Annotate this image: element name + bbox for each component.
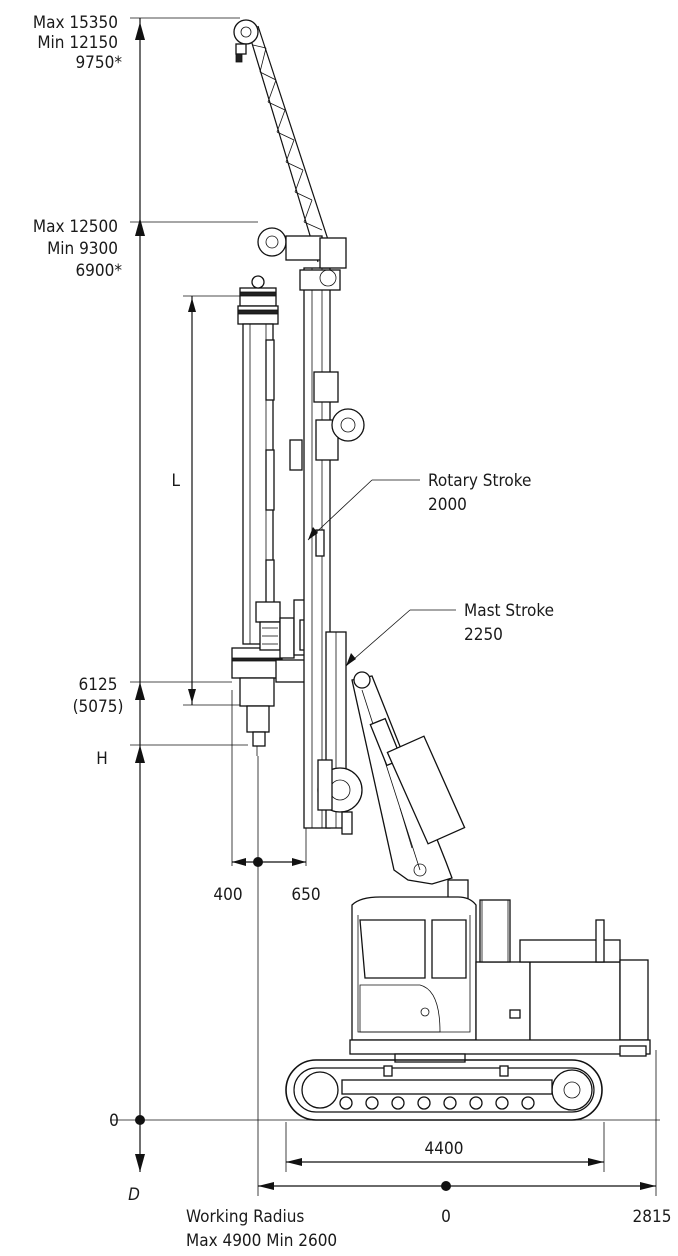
rotary-stroke-value: 2000 [428,495,467,515]
track-length-value: 4400 [425,1139,464,1159]
kelly-length-label: L [171,471,180,491]
mid-height-alt: 6900* [75,261,122,281]
height-dimension-axis [110,17,660,1172]
jib-lattice [233,19,335,263]
clamp-height-value: 6125 [79,675,118,695]
crawler-tracks [285,1059,603,1121]
mid-height-max: Max 12500 [33,217,118,237]
working-radius-range: Max 4900 Min 2600 [186,1231,337,1251]
h-label: H [96,749,108,769]
track-length-dimension [285,1122,605,1172]
offset-left-value: 400 [213,885,242,905]
boom [351,671,469,911]
working-radius-dimension [258,1050,657,1196]
kelly-length-dimension [183,295,248,706]
mast-stroke-label: Mast Stroke [464,601,554,621]
mast-stroke-leader [345,609,456,667]
clamp-height-alt: (5075) [73,697,124,717]
top-pulleys [257,227,347,287]
working-radius-label: Working Radius [186,1207,304,1227]
depth-label: D [128,1185,140,1205]
mid-height-min: Min 9300 [47,239,118,259]
top-height-alt: 9750* [75,53,122,73]
mast-stroke-value: 2250 [464,625,503,645]
top-height-max: Max 15350 [33,13,118,33]
working-radius-zero: 0 [441,1207,451,1227]
working-radius-tail: 2815 [633,1207,672,1227]
mast [289,267,365,835]
kelly-bar [231,275,315,756]
rotary-stroke-label: Rotary Stroke [428,471,531,491]
rotary-stroke-leader [307,479,420,541]
offset-right-value: 650 [291,885,320,905]
ground-zero-label: 0 [109,1111,119,1131]
top-height-min: Min 12150 [37,33,118,53]
superstructure [349,896,651,1063]
